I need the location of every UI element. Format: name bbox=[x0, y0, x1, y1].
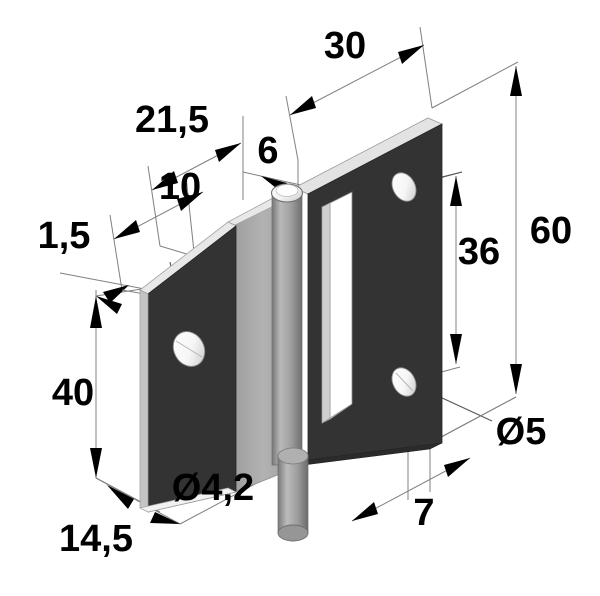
dim-label-21-5: 21,5 bbox=[135, 99, 209, 141]
dim-label-d5: Ø5 bbox=[496, 411, 547, 453]
ext-line-30-right bbox=[419, 26, 433, 109]
dimension-line-network bbox=[59, 26, 522, 525]
dim-label-10: 10 bbox=[159, 166, 201, 208]
left-leaf-side-thickness bbox=[139, 289, 149, 513]
hinge-pin-bottom-shoulder bbox=[277, 447, 309, 465]
arrowhead-21-5-left bbox=[152, 171, 178, 190]
right-leaf-hole-upper-d5 bbox=[391, 172, 417, 202]
arrowhead-14-5-right bbox=[150, 512, 180, 524]
arrowhead-60-bottom bbox=[510, 364, 522, 394]
hinge-pin-bottom-cap bbox=[277, 524, 309, 542]
dim-label-d4-2: Ø4,2 bbox=[172, 467, 254, 509]
left-leaf-bottom-edge bbox=[138, 487, 238, 513]
arrowhead-36-bottom bbox=[450, 334, 462, 364]
dim-line-14-5 bbox=[95, 477, 181, 525]
arrowhead-1-5-left bbox=[103, 285, 129, 303]
dim-label-40: 40 bbox=[52, 372, 94, 414]
arrowhead-40-top bbox=[90, 296, 102, 328]
dim-label-6: 6 bbox=[257, 130, 278, 172]
arrowhead-36-top bbox=[450, 176, 462, 206]
hinge-pin-bottom-body bbox=[277, 454, 309, 534]
dimension-labels: 30 21,5 6 10 1,5 60 36 40 Ø4,2 Ø5 14,5 7 bbox=[38, 25, 573, 560]
ext-line-1-5-a bbox=[59, 272, 151, 291]
right-leaf-slot-inner-wall bbox=[321, 202, 331, 424]
dim-label-7: 7 bbox=[413, 492, 434, 534]
dim-line-6 bbox=[242, 171, 306, 187]
arrowhead-21-5-right bbox=[215, 143, 241, 162]
hinge-body bbox=[138, 117, 443, 542]
dim-label-1-5: 1,5 bbox=[38, 215, 91, 257]
left-leaf-hole-d4-2 bbox=[172, 331, 206, 367]
dim-label-30: 30 bbox=[324, 25, 366, 67]
arrowhead-7-right bbox=[444, 458, 470, 477]
right-leaf-hole-lower-d5 bbox=[391, 367, 417, 397]
arrowhead-1-5-right bbox=[96, 296, 122, 314]
dim-label-36: 36 bbox=[458, 231, 500, 273]
arrowhead-14-5-left bbox=[107, 485, 134, 509]
dim-label-14-5: 14,5 bbox=[59, 518, 133, 560]
arrowhead-10-right bbox=[177, 192, 203, 211]
arrowhead-60-top bbox=[510, 66, 522, 96]
arrowhead-40-bottom bbox=[90, 448, 102, 478]
hinge-pin-top-cap-dome bbox=[275, 184, 299, 197]
ext-line-60-top bbox=[431, 61, 519, 109]
arrowhead-30-left bbox=[290, 96, 316, 115]
dim-label-60: 60 bbox=[530, 210, 572, 252]
ext-line-21-5-left bbox=[147, 165, 161, 247]
arrowhead-10-left bbox=[114, 220, 140, 239]
right-leaf-slot-bottom-wall bbox=[321, 403, 353, 424]
arrowhead-7-left bbox=[352, 502, 378, 521]
ext-line-base-right bbox=[429, 396, 517, 444]
arrowhead-30-right bbox=[398, 45, 424, 64]
right-leaf-slot bbox=[329, 191, 353, 420]
ext-line-10-left bbox=[109, 214, 123, 291]
ext-line-30-left bbox=[285, 95, 299, 161]
